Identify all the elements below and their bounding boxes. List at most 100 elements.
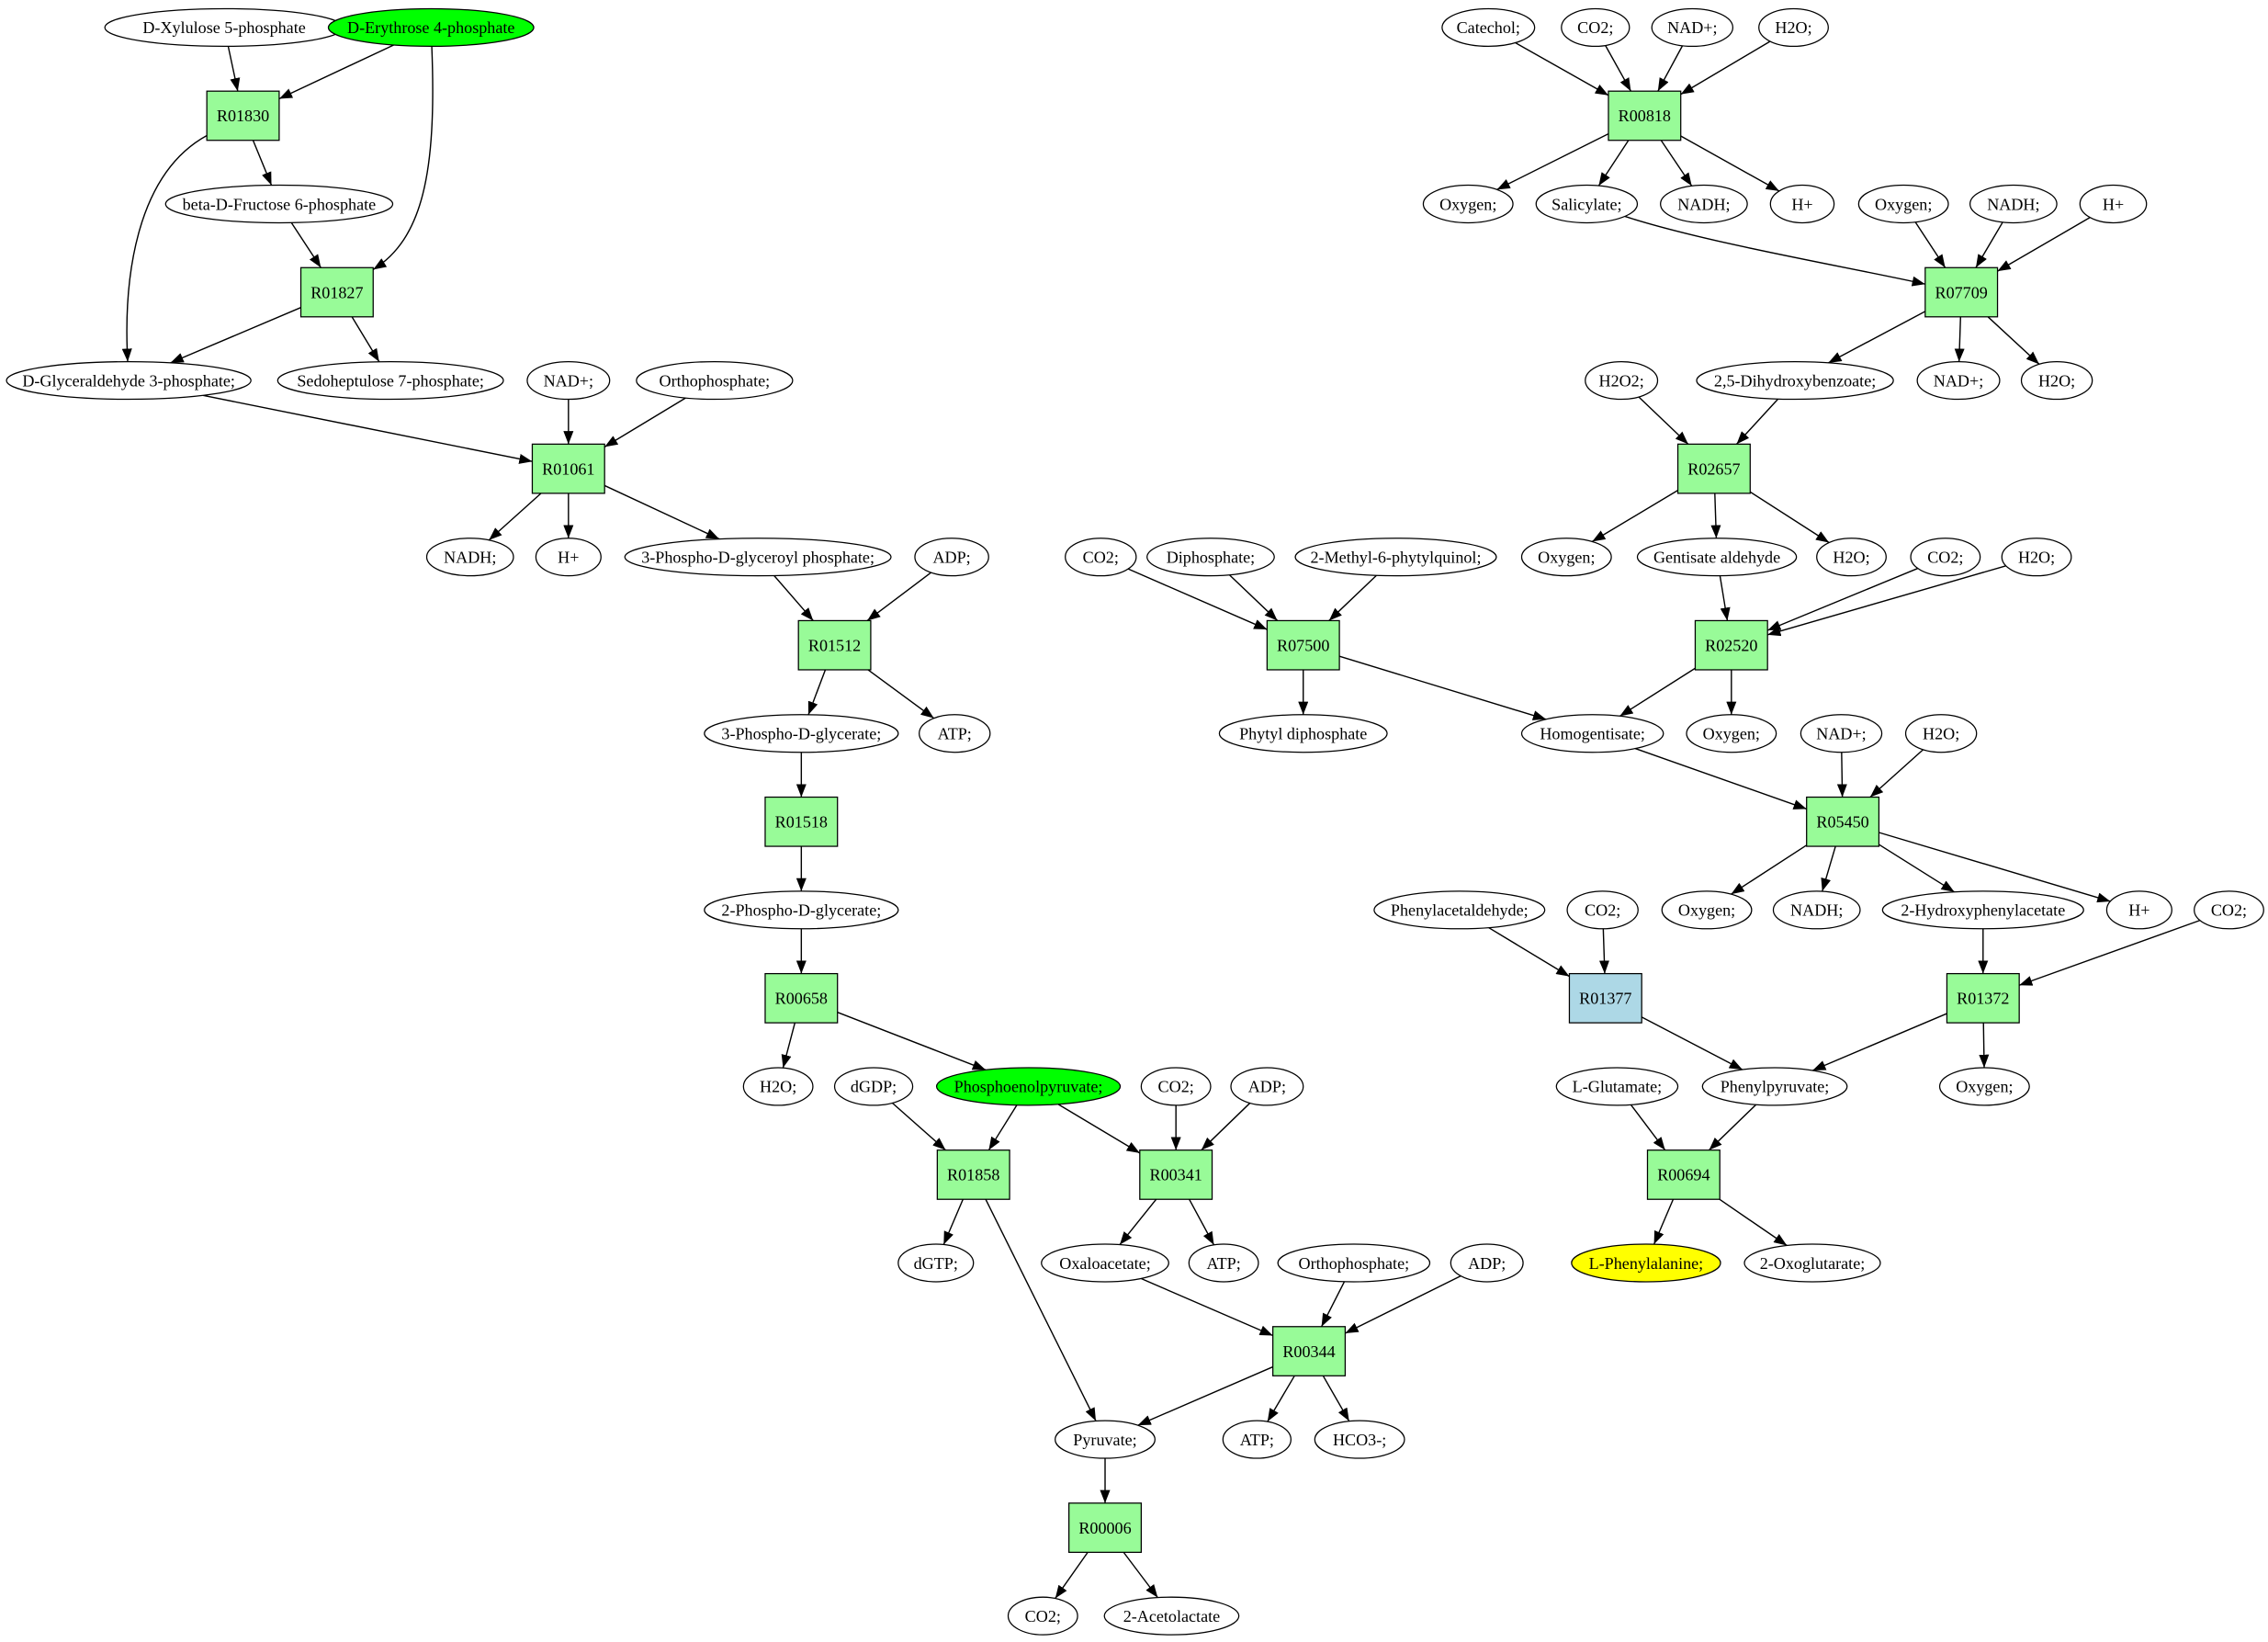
reaction-edge [202,394,533,464]
compound-node: 2-Hydroxyphenylacetate [1881,890,2084,930]
compound-ellipse [2001,538,2072,577]
compound-node: NADH; [1660,184,1748,224]
reaction-edge [1328,574,1377,621]
reaction-label: R02657 [1687,459,1740,478]
reaction-edge [1954,316,1965,362]
compound-ellipse [833,1067,914,1106]
reaction-label: R05450 [1816,813,1868,832]
reaction-edge [1267,1375,1295,1422]
reaction-edge [1828,311,1926,364]
compound-node: 2-Acetolactate [1103,1596,1240,1636]
reaction-label: R01377 [1579,990,1631,1008]
compound-node: NADH; [1772,890,1861,930]
reaction-node: R01372 [1946,972,2020,1024]
compound-node: 2-Oxoglutarate; [1743,1243,1881,1283]
reaction-edge [227,46,241,92]
compound-label: CO2; [1577,18,1613,37]
reaction-edge [1345,1274,1461,1334]
reaction-label: R00341 [1150,1166,1202,1184]
compound-label: D-Glyceraldehyde 3-phosphate; [22,371,235,390]
reaction-edge [1710,493,1721,538]
compound-ellipse [2194,890,2264,930]
reaction-label: R01827 [310,283,363,301]
compound-node: Oxygen; [1686,714,1777,753]
reaction-label: R02520 [1705,637,1757,655]
compound-node: ADP; [1450,1243,1524,1283]
reaction-box [1924,266,1999,318]
compound-node: Phenylacetaldehyde; [1373,890,1546,930]
compound-node: CO2; [2194,890,2264,930]
compound-node: H2O; [2001,538,2072,577]
reaction-node: R01512 [797,619,872,671]
compound-label: Oxygen; [1439,195,1496,213]
reaction-edge [1619,667,1696,717]
compound-ellipse [636,360,794,401]
compound-ellipse [1696,360,1894,401]
compound-label: H2O; [2018,548,2055,566]
compound-label: dGDP; [851,1078,897,1096]
compound-label: H2O; [760,1078,796,1096]
compound-label: L-Glutamate; [1573,1078,1662,1096]
compound-label: 2-Phospho-D-glycerate; [721,901,881,920]
compound-label: Homogentisate; [1540,725,1645,743]
compound-node: Oxygen; [1520,538,1612,577]
compound-ellipse [1769,184,1835,224]
compound-node: CO2; [1065,538,1137,577]
compound-label: CO2; [1585,901,1620,920]
compound-label: ATP; [1207,1254,1241,1273]
reaction-label: R00006 [1078,1519,1131,1537]
compound-ellipse [1441,7,1536,48]
compound-node: H2O; [1904,714,1978,753]
compound-label: dGTP; [914,1254,958,1273]
compound-label: ADP; [932,548,970,566]
compound-node: CO2; [1561,7,1630,48]
compound-node: D-Xylulose 5-phosphate [104,7,344,48]
compound-label: CO2; [2211,901,2247,920]
compound-label: CO2; [1025,1607,1061,1625]
compound-label: H2O; [1923,725,1959,743]
compound-node: dGDP; [833,1067,914,1106]
compound-node: Oxygen; [1857,184,1949,224]
compound-node: Oxygen; [1661,890,1753,930]
compound-label: Phenylpyruvate; [1721,1078,1830,1096]
compound-ellipse [1916,360,2001,401]
compound-node: L-Phenylalanine; [1571,1243,1721,1283]
reaction-label: R01512 [808,637,861,655]
compound-ellipse [1373,890,1546,930]
compound-node: H2O; [742,1067,814,1106]
compound-node: H2O; [1758,7,1829,48]
reaction-label: R01830 [217,107,269,125]
compound-node: Oxygen; [1938,1067,2030,1106]
compound-label: Salicylate; [1551,195,1621,213]
compound-label: 2,5-Dihydroxybenzoate; [1714,371,1876,390]
compound-node: L-Glutamate; [1555,1067,1679,1106]
compound-label: Phosphoenolpyruvate; [954,1078,1103,1096]
reaction-edge [1731,844,1808,895]
reaction-label: R01518 [775,813,828,832]
compound-node: ATP; [1188,1243,1259,1283]
reaction-edge [1680,40,1771,96]
compound-node: ADP; [1230,1067,1304,1106]
reaction-box [1694,619,1768,671]
compound-label: 3-Phospho-D-glyceroyl phosphate; [641,548,874,566]
compound-node: D-Glyceraldehyde 3-phosphate; [6,360,252,401]
compound-node: CO2; [1566,890,1639,930]
reaction-edge [1123,1551,1158,1599]
reaction-edge [1624,215,1925,287]
reaction-edge [604,484,720,540]
compound-label: Oxygen; [1703,725,1760,743]
compound-label: ATP; [938,725,972,743]
compound-label: Orthophosphate; [660,371,771,390]
compound-label: H2O; [1833,548,1869,566]
compound-label: 2-Hydroxyphenylacetate [1901,901,2065,920]
compound-node: 2,5-Dihydroxybenzoate; [1696,360,1894,401]
compound-ellipse [1661,890,1753,930]
reaction-edge [1914,221,1946,268]
compound-label: CO2; [1158,1078,1194,1096]
compound-ellipse [1535,184,1639,224]
reaction-label: R00818 [1619,107,1671,125]
reaction-node: R00818 [1608,90,1682,142]
reaction-box [531,443,605,494]
reaction-edge [1515,41,1609,96]
